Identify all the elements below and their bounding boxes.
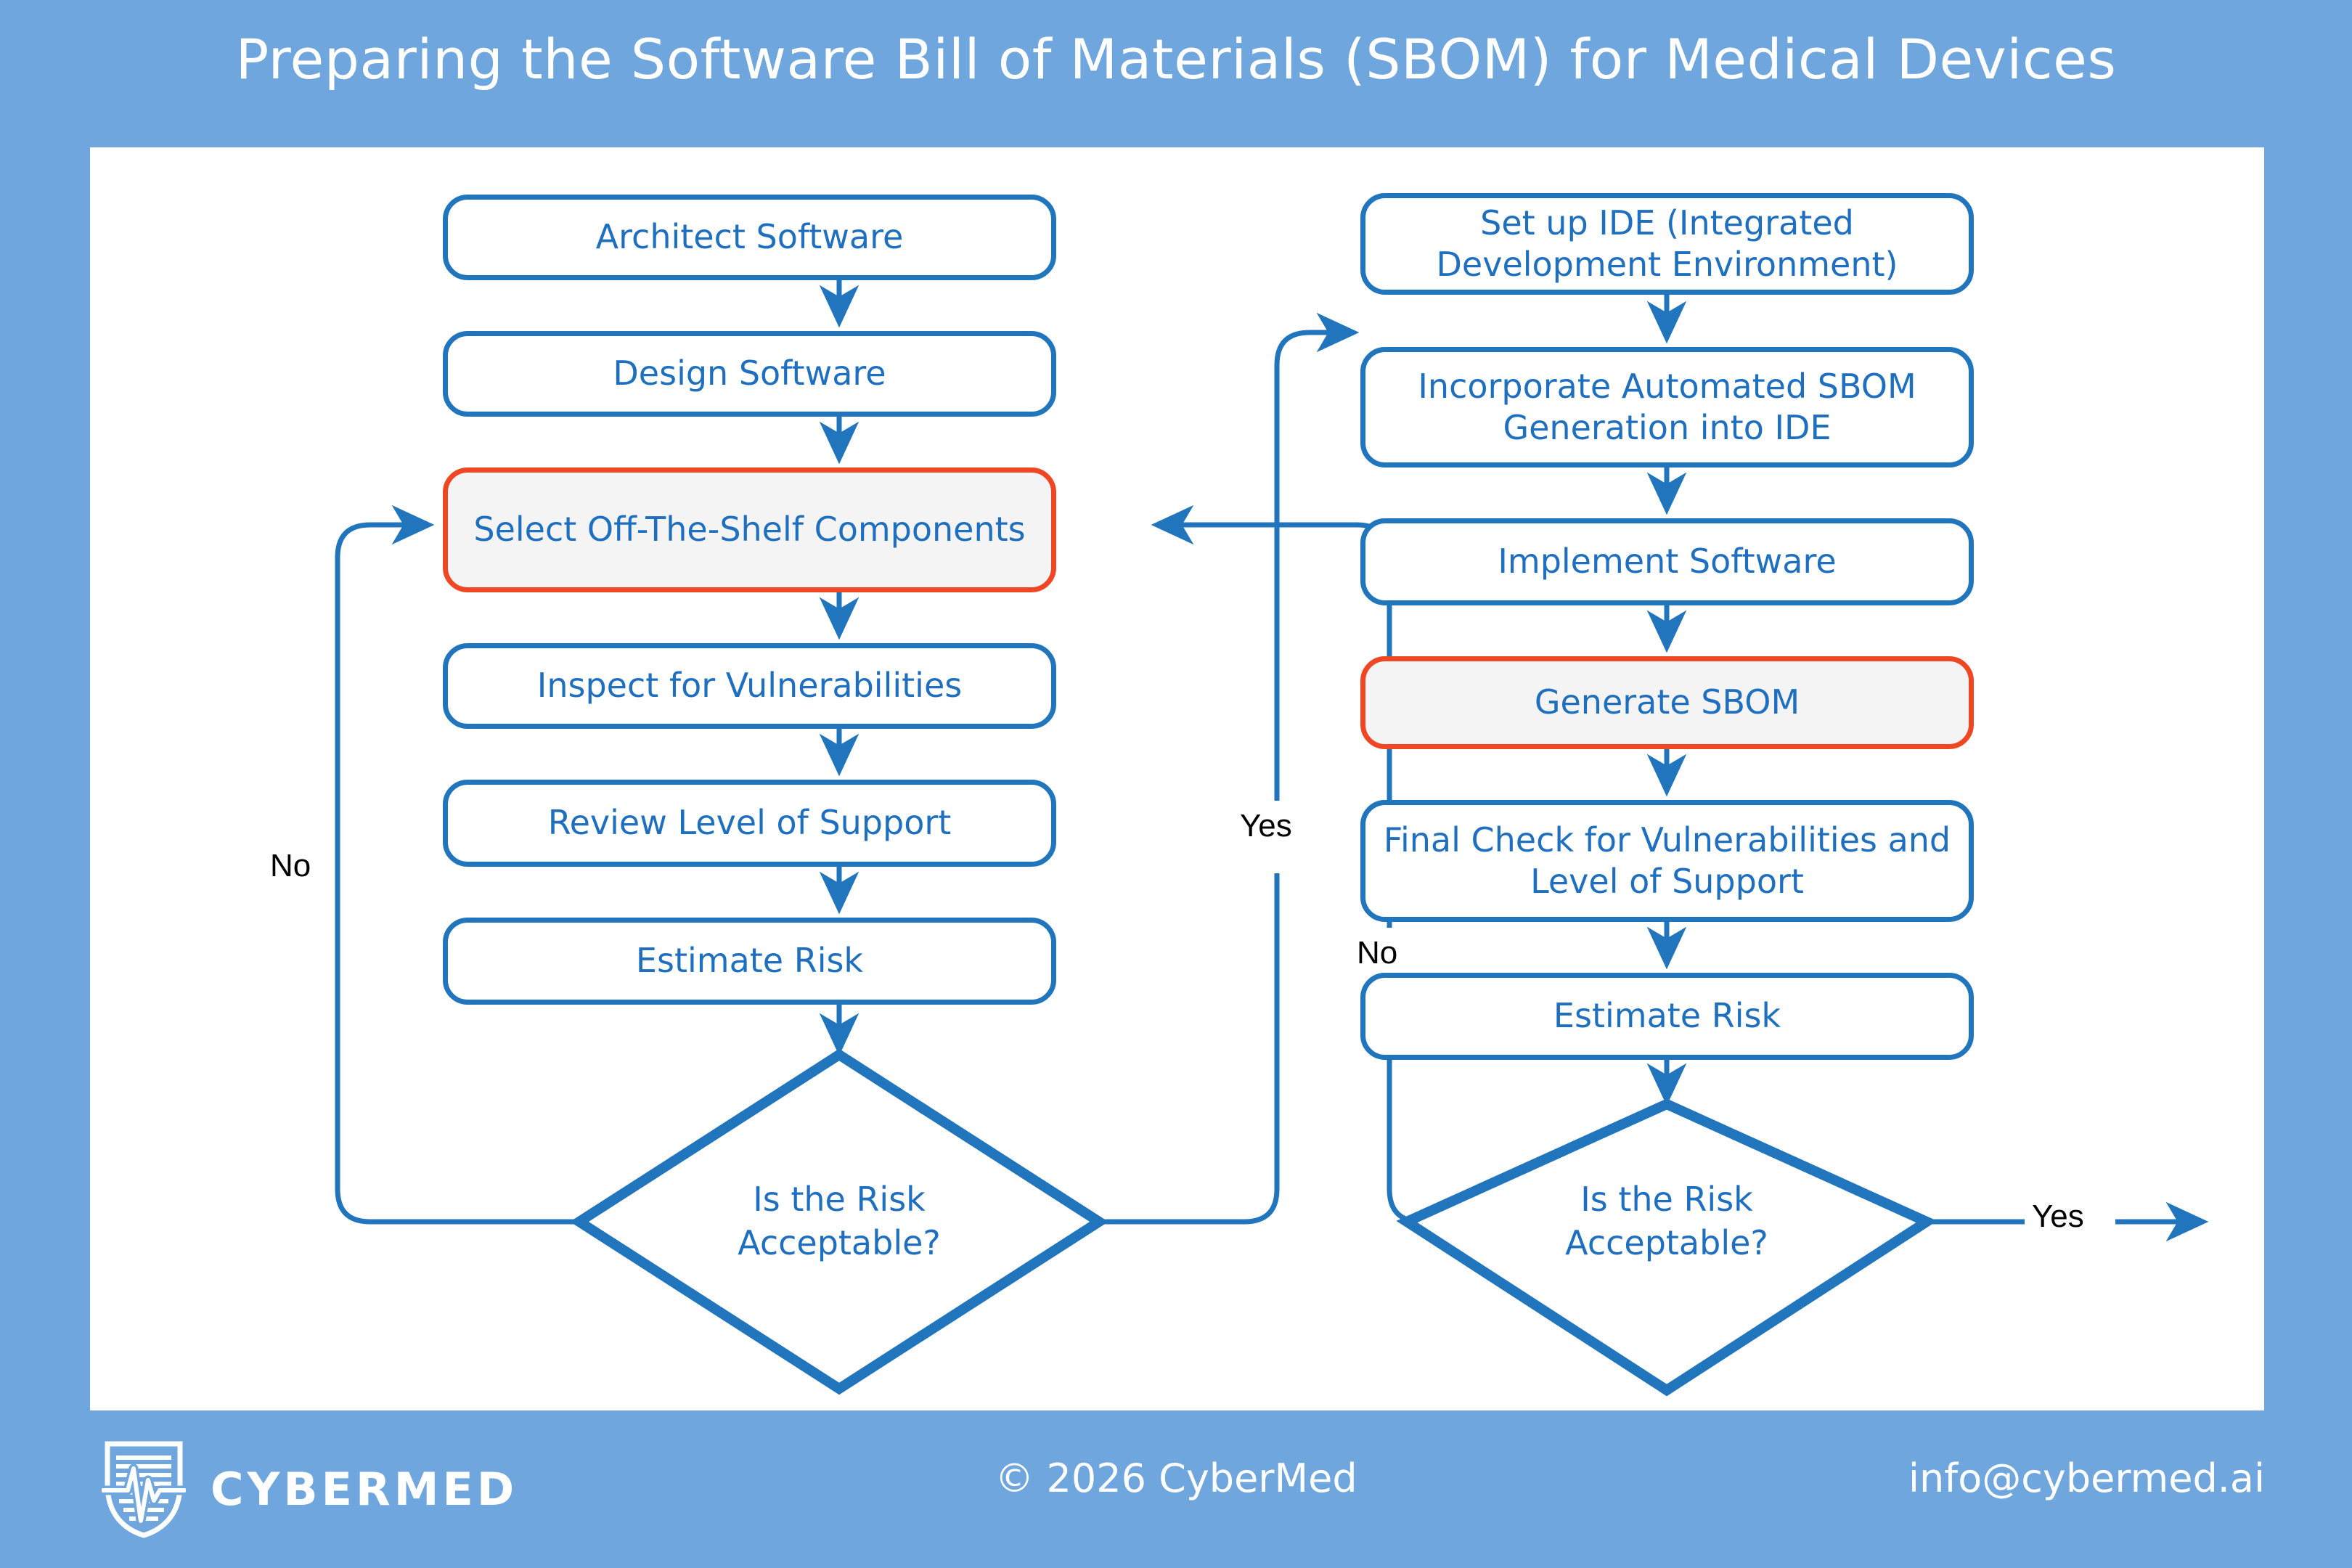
brand-name: CYBERMED <box>211 1462 518 1516</box>
edge-label-right-yes: Yes <box>2032 1199 2084 1234</box>
node-label-line1: Incorporate Automated SBOM <box>1418 366 1916 406</box>
node-label: Inspect for Vulnerabilities <box>536 666 963 706</box>
left-decision-diamond <box>570 1048 1108 1395</box>
node-label: Estimate Risk <box>1553 996 1781 1036</box>
diagram-canvas: Architect Software Design Software Selec… <box>90 147 2264 1410</box>
node-label-line2: Generation into IDE <box>1503 408 1832 447</box>
edge-mid-yes <box>1104 873 1280 1225</box>
node-select-off-the-shelf-components[interactable]: Select Off-The-Shelf Components <box>443 467 1056 592</box>
copyright-text: © 2026 CyberMed <box>995 1455 1357 1501</box>
page-footer: CYBERMED © 2026 CyberMed info@cybermed.a… <box>0 1410 2352 1568</box>
node-label-line1: Final Check for Vulnerabilities and <box>1383 820 1951 859</box>
edge-label-mid-no: No <box>1357 935 1398 971</box>
flow-connectors <box>335 279 2209 1397</box>
brand-logo: CYBERMED <box>102 1440 518 1538</box>
contact-email[interactable]: info@cybermed.ai <box>1908 1455 2265 1501</box>
node-label: Design Software <box>613 354 886 393</box>
right-decision-diamond <box>1396 1098 1937 1397</box>
node-incorporate-automated-sbom-generation[interactable]: Incorporate Automated SBOM Generation in… <box>1360 347 1974 467</box>
node-architect-software[interactable]: Architect Software <box>443 195 1056 280</box>
node-label-line2: Level of Support <box>1530 862 1804 901</box>
edge-left-no-loop <box>335 505 574 1225</box>
node-label: Architect Software <box>595 217 904 257</box>
edge-label-mid-yes: Yes <box>1240 808 1292 844</box>
shield-ekg-icon <box>102 1441 186 1538</box>
node-inspect-for-vulnerabilities[interactable]: Inspect for Vulnerabilities <box>443 643 1056 729</box>
node-generate-sbom[interactable]: Generate SBOM <box>1360 656 1974 749</box>
edge-label-left-no: No <box>270 848 311 883</box>
node-label: Generate SBOM <box>1534 682 1800 722</box>
node-implement-software[interactable]: Implement Software <box>1360 518 1974 605</box>
node-label-line2: Development Environment) <box>1436 245 1898 284</box>
node-final-check-vulnerabilities[interactable]: Final Check for Vulnerabilities and Leve… <box>1360 800 1974 922</box>
node-set-up-ide[interactable]: Set up IDE (Integrated Development Envir… <box>1360 193 1974 295</box>
node-label-line1: Set up IDE (Integrated <box>1480 203 1854 242</box>
node-label: Select Off-The-Shelf Components <box>473 510 1026 550</box>
node-estimate-risk-left[interactable]: Estimate Risk <box>443 918 1056 1005</box>
node-estimate-risk-right[interactable]: Estimate Risk <box>1360 973 1974 1060</box>
node-label: Implement Software <box>1498 542 1837 581</box>
node-label: Estimate Risk <box>635 941 864 981</box>
edge-mid-yes-2 <box>1274 312 1360 801</box>
node-label: Review Level of Support <box>547 803 952 843</box>
node-design-software[interactable]: Design Software <box>443 331 1056 417</box>
edge-mid-no-2 <box>1151 505 1392 928</box>
node-review-level-of-support[interactable]: Review Level of Support <box>443 780 1056 867</box>
page-title: Preparing the Software Bill of Materials… <box>235 27 2117 91</box>
